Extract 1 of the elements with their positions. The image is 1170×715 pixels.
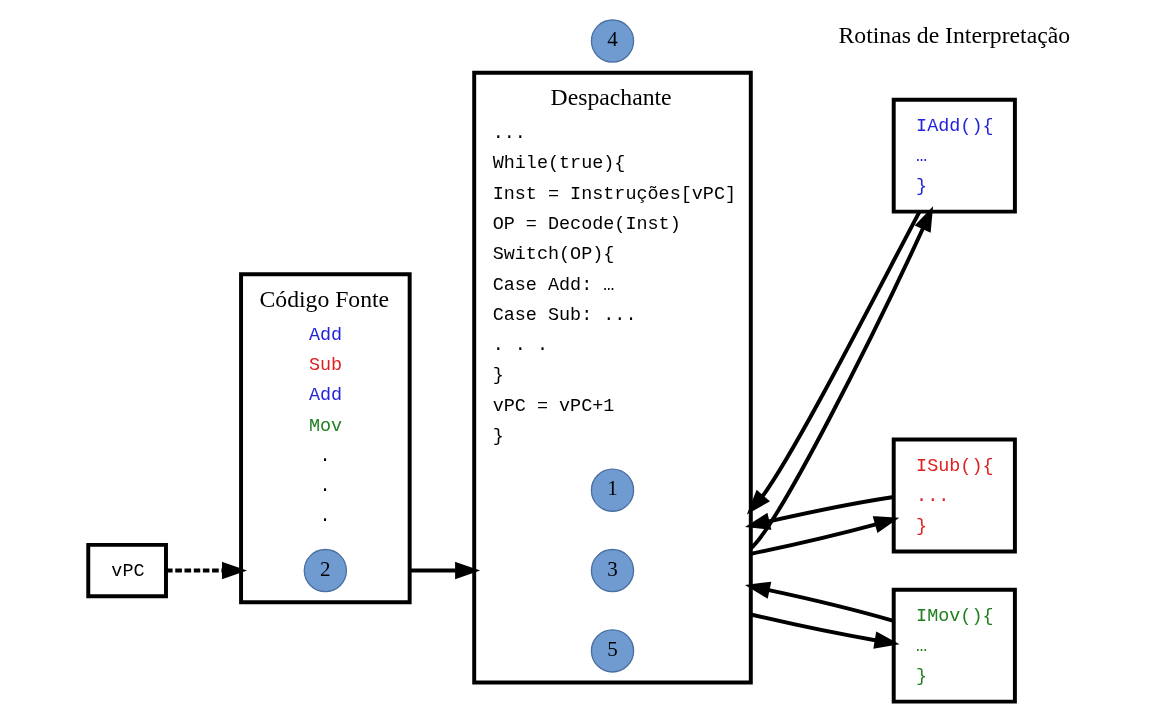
label: Rotinas de Interpretação [838, 21, 1070, 48]
